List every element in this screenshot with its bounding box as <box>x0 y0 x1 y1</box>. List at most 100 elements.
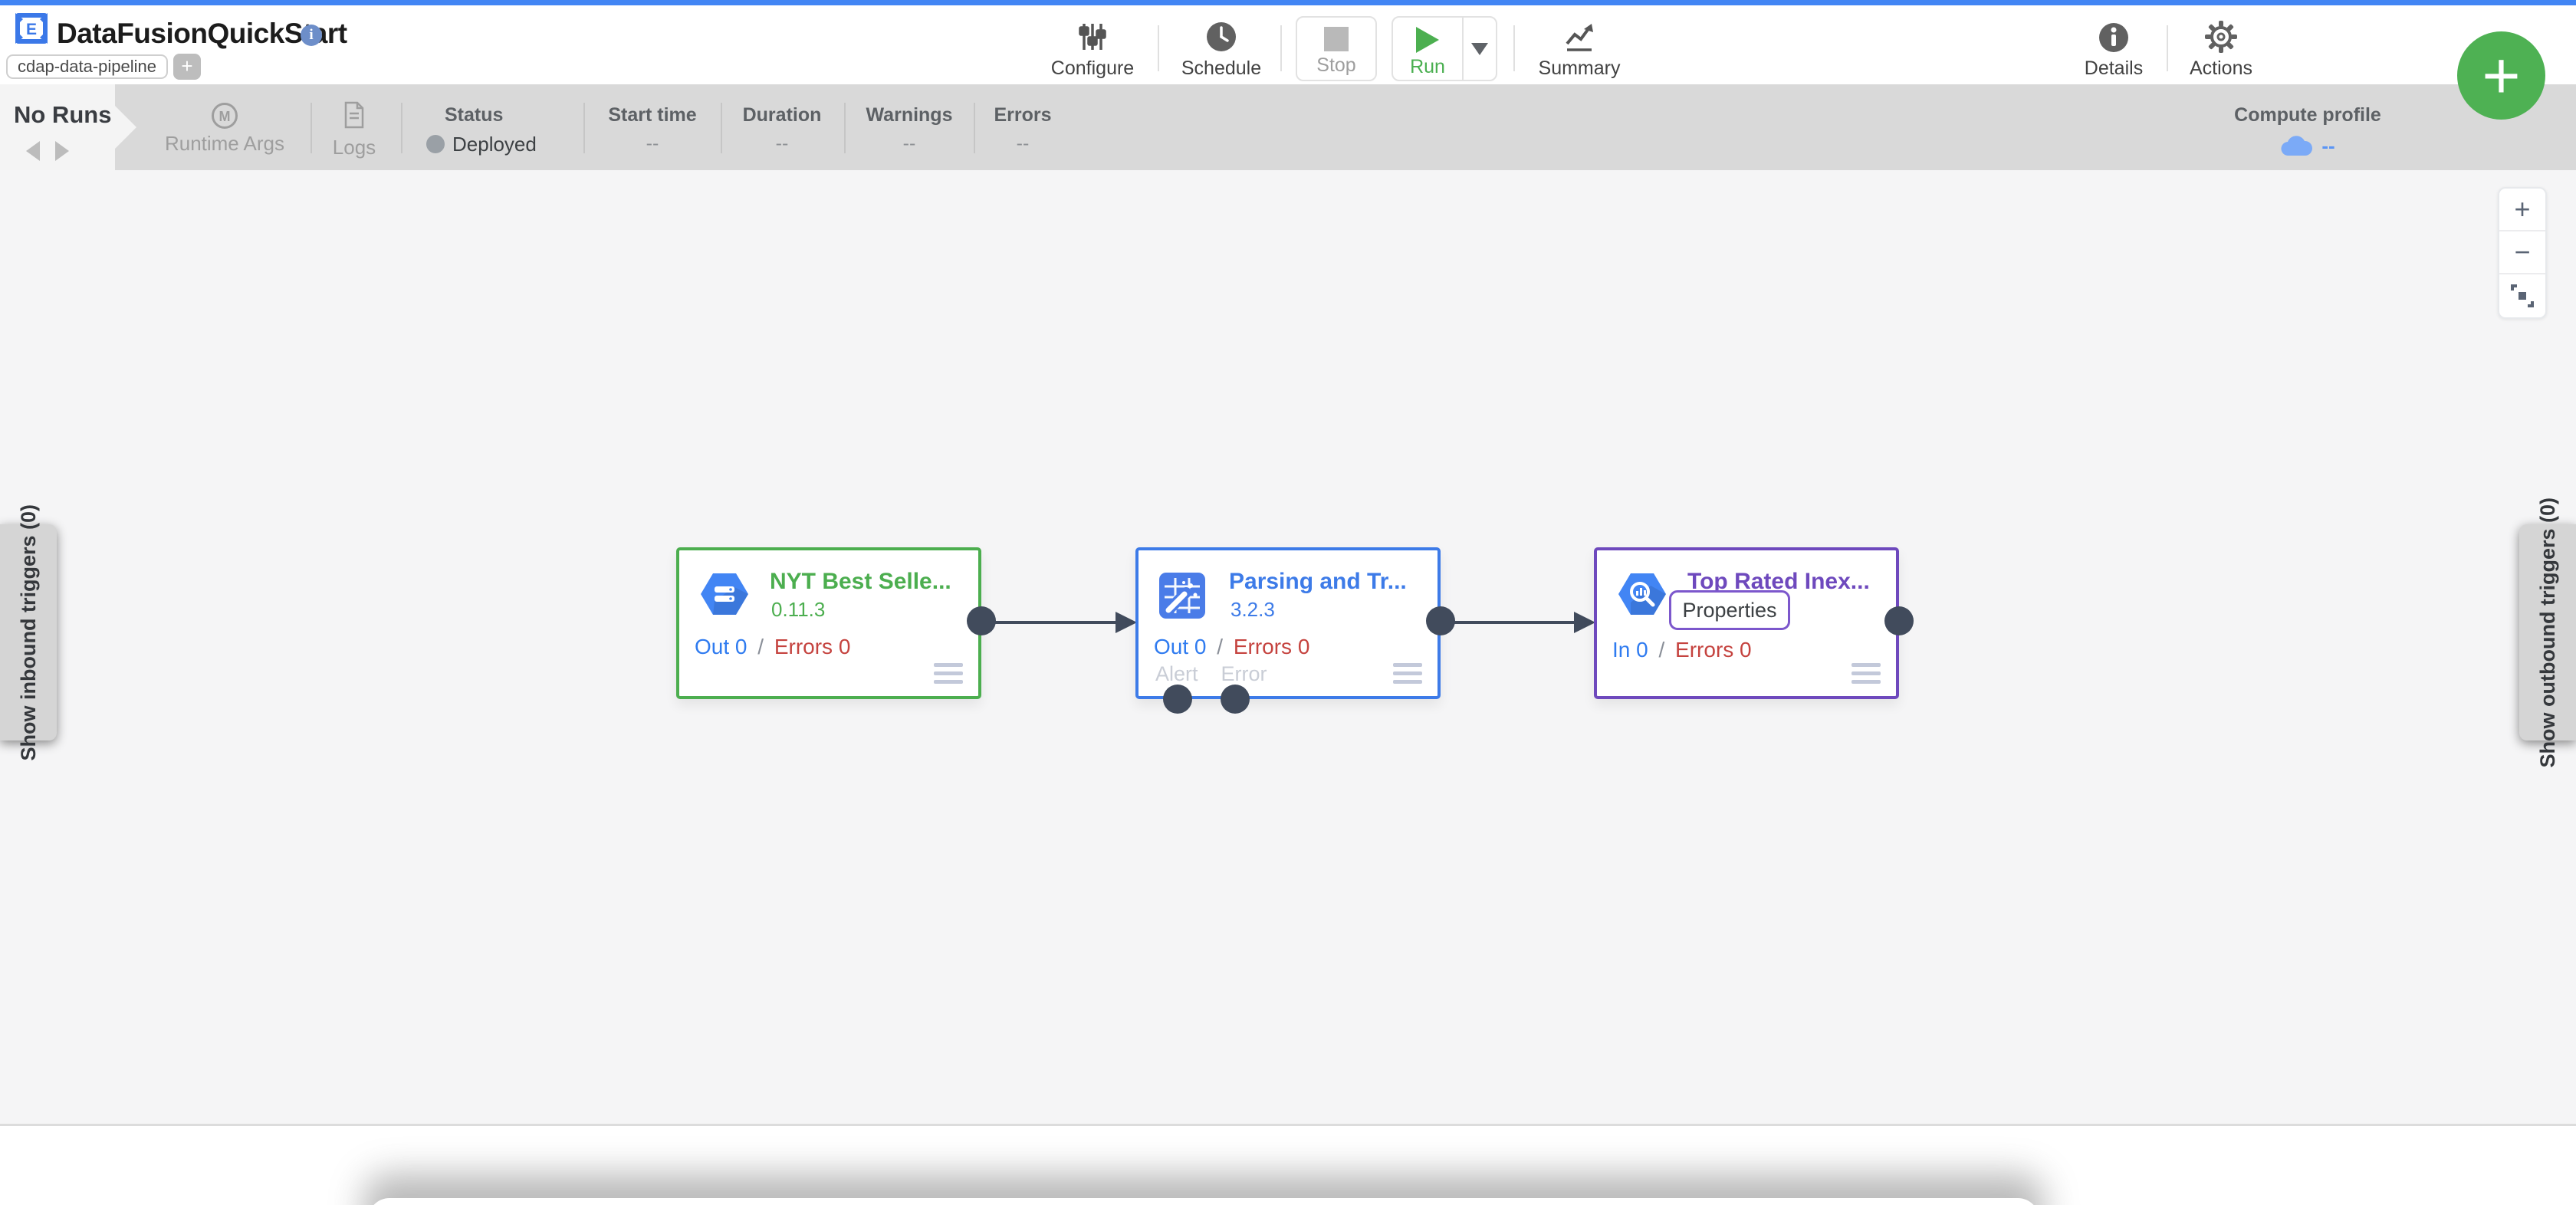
run-button-group: Run <box>1392 16 1497 81</box>
status-value: Deployed <box>452 133 537 156</box>
wrangler-icon <box>1159 573 1205 619</box>
alert-port-label: Alert <box>1155 662 1198 685</box>
connection-arrowhead <box>1116 612 1137 633</box>
statusbar-divider <box>844 103 846 153</box>
node-transform[interactable]: Parsing and Tr... 3.2.3 Out 0 / Errors 0… <box>1135 547 1441 699</box>
pipeline-info-icon[interactable]: i <box>301 25 322 46</box>
engine-tag: cdap-data-pipeline <box>6 54 169 79</box>
inbound-triggers-tab[interactable]: Show inbound triggers (0) <box>0 504 57 760</box>
outbound-triggers-tab[interactable]: Show outbound triggers (0) <box>2519 497 2576 767</box>
errors-label: Errors <box>994 104 1052 126</box>
outbound-triggers-label: Show outbound triggers (0) <box>2535 497 2559 768</box>
fit-to-screen-button[interactable] <box>2499 274 2545 317</box>
warnings-cell: Warnings -- <box>848 84 971 170</box>
node-title: Top Rated Inex... <box>1687 569 1870 594</box>
actions-label: Actions <box>2190 57 2252 79</box>
error-port-label: Error <box>1221 662 1267 685</box>
metric-separator: / <box>757 635 764 658</box>
node-version: 0.11.3 <box>771 598 826 621</box>
connection-line <box>1441 621 1577 624</box>
play-icon <box>1416 27 1439 53</box>
toolbar-divider <box>1158 25 1159 71</box>
add-plugin-fab[interactable]: + <box>2457 31 2545 120</box>
node-menu-button[interactable] <box>934 658 963 684</box>
port-source-out[interactable] <box>967 606 996 635</box>
cdap-pipeline-logo-icon: E <box>15 13 48 44</box>
macro-icon: M <box>212 103 238 129</box>
node-source[interactable]: NYT Best Selle... 0.11.3 Out 0 / Errors … <box>676 547 981 699</box>
status-cell: Status Deployed <box>426 84 587 170</box>
actions-button[interactable]: Actions <box>2160 16 2282 80</box>
stop-icon <box>1324 27 1349 51</box>
start-time-label: Start time <box>608 104 697 126</box>
configure-button[interactable]: Configure <box>1031 16 1154 80</box>
out-metric[interactable]: Out 0 <box>695 635 748 658</box>
zoom-in-button[interactable]: + <box>2499 189 2545 231</box>
configure-label: Configure <box>1050 57 1135 79</box>
add-tag-button[interactable]: + <box>173 54 201 80</box>
properties-button[interactable]: Properties <box>1669 590 1790 630</box>
errors-metric[interactable]: Errors 0 <box>1675 638 1752 662</box>
toolbar-divider <box>2167 25 2168 71</box>
pipeline-title: DataFusionQuickStart <box>57 18 347 49</box>
node-sink[interactable]: Top Rated Inex... Properties In 0 / Erro… <box>1594 547 1899 699</box>
sliders-icon <box>1031 16 1154 53</box>
document-icon <box>301 101 408 133</box>
next-run-button[interactable] <box>55 141 69 161</box>
node-title: NYT Best Selle... <box>770 569 951 594</box>
node-menu-button[interactable] <box>1393 658 1422 684</box>
clock-icon <box>1160 16 1283 53</box>
svg-text:E: E <box>26 21 37 38</box>
logs-label: Logs <box>332 136 376 159</box>
bigquery-hexagon-icon <box>1618 573 1666 615</box>
warnings-label: Warnings <box>866 104 953 126</box>
in-metric[interactable]: In 0 <box>1612 638 1648 662</box>
errors-metric[interactable]: Errors 0 <box>774 635 851 658</box>
bottom-strip <box>0 1124 2576 1205</box>
stop-label: Stop <box>1316 54 1356 76</box>
port-transform-out[interactable] <box>1426 606 1455 635</box>
top-accent-bar <box>0 0 2576 5</box>
connection-line <box>981 621 1118 624</box>
schedule-button[interactable]: Schedule <box>1160 16 1283 80</box>
node-metrics: Out 0 / Errors 0 <box>1154 635 1309 659</box>
out-metric[interactable]: Out 0 <box>1154 635 1207 658</box>
zoom-out-button[interactable]: − <box>2499 231 2545 274</box>
run-options-dropdown[interactable] <box>1464 18 1496 80</box>
pipeline-canvas[interactable]: + − Show inbound triggers (0) Show outbo… <box>0 170 2576 1124</box>
zoom-controls: + − <box>2498 187 2547 319</box>
runtime-args-label: Runtime Args <box>164 132 285 155</box>
errors-metric[interactable]: Errors 0 <box>1233 635 1310 658</box>
warnings-value: -- <box>902 133 916 154</box>
node-menu-button[interactable] <box>1852 658 1881 684</box>
metric-separator: / <box>1658 638 1665 662</box>
port-sink-out[interactable] <box>1884 606 1914 635</box>
run-button[interactable]: Run <box>1393 18 1464 80</box>
details-label: Details <box>2084 57 2144 79</box>
summary-button[interactable]: Summary <box>1518 16 1641 80</box>
info-icon <box>2052 16 2175 53</box>
start-time-cell: Start time -- <box>591 84 714 170</box>
compute-profile-cell[interactable]: Compute profile -- <box>2208 84 2407 170</box>
logs-button[interactable]: Logs <box>301 84 408 170</box>
details-button[interactable]: Details <box>2052 16 2175 80</box>
previous-run-button[interactable] <box>26 141 40 161</box>
run-label: Run <box>1410 56 1445 77</box>
statusbar-divider <box>721 103 722 153</box>
fit-to-screen-icon <box>2511 284 2534 307</box>
port-transform-alert[interactable] <box>1163 685 1192 714</box>
runs-tab: No Runs <box>0 84 136 170</box>
statusbar-divider <box>401 103 402 153</box>
run-status-bar: No Runs M Runtime Args Logs Status <box>0 84 2576 170</box>
duration-value: -- <box>775 133 789 154</box>
stop-button[interactable]: Stop <box>1296 16 1377 81</box>
toolbar-divider <box>1280 25 1282 71</box>
port-transform-error[interactable] <box>1221 685 1250 714</box>
summary-label: Summary <box>1538 57 1621 79</box>
runtime-args-button[interactable]: M Runtime Args <box>140 84 309 170</box>
duration-cell: Duration -- <box>724 84 840 170</box>
statusbar-divider <box>310 103 312 153</box>
compute-profile-label: Compute profile <box>2234 104 2381 126</box>
gear-icon <box>2160 16 2282 53</box>
